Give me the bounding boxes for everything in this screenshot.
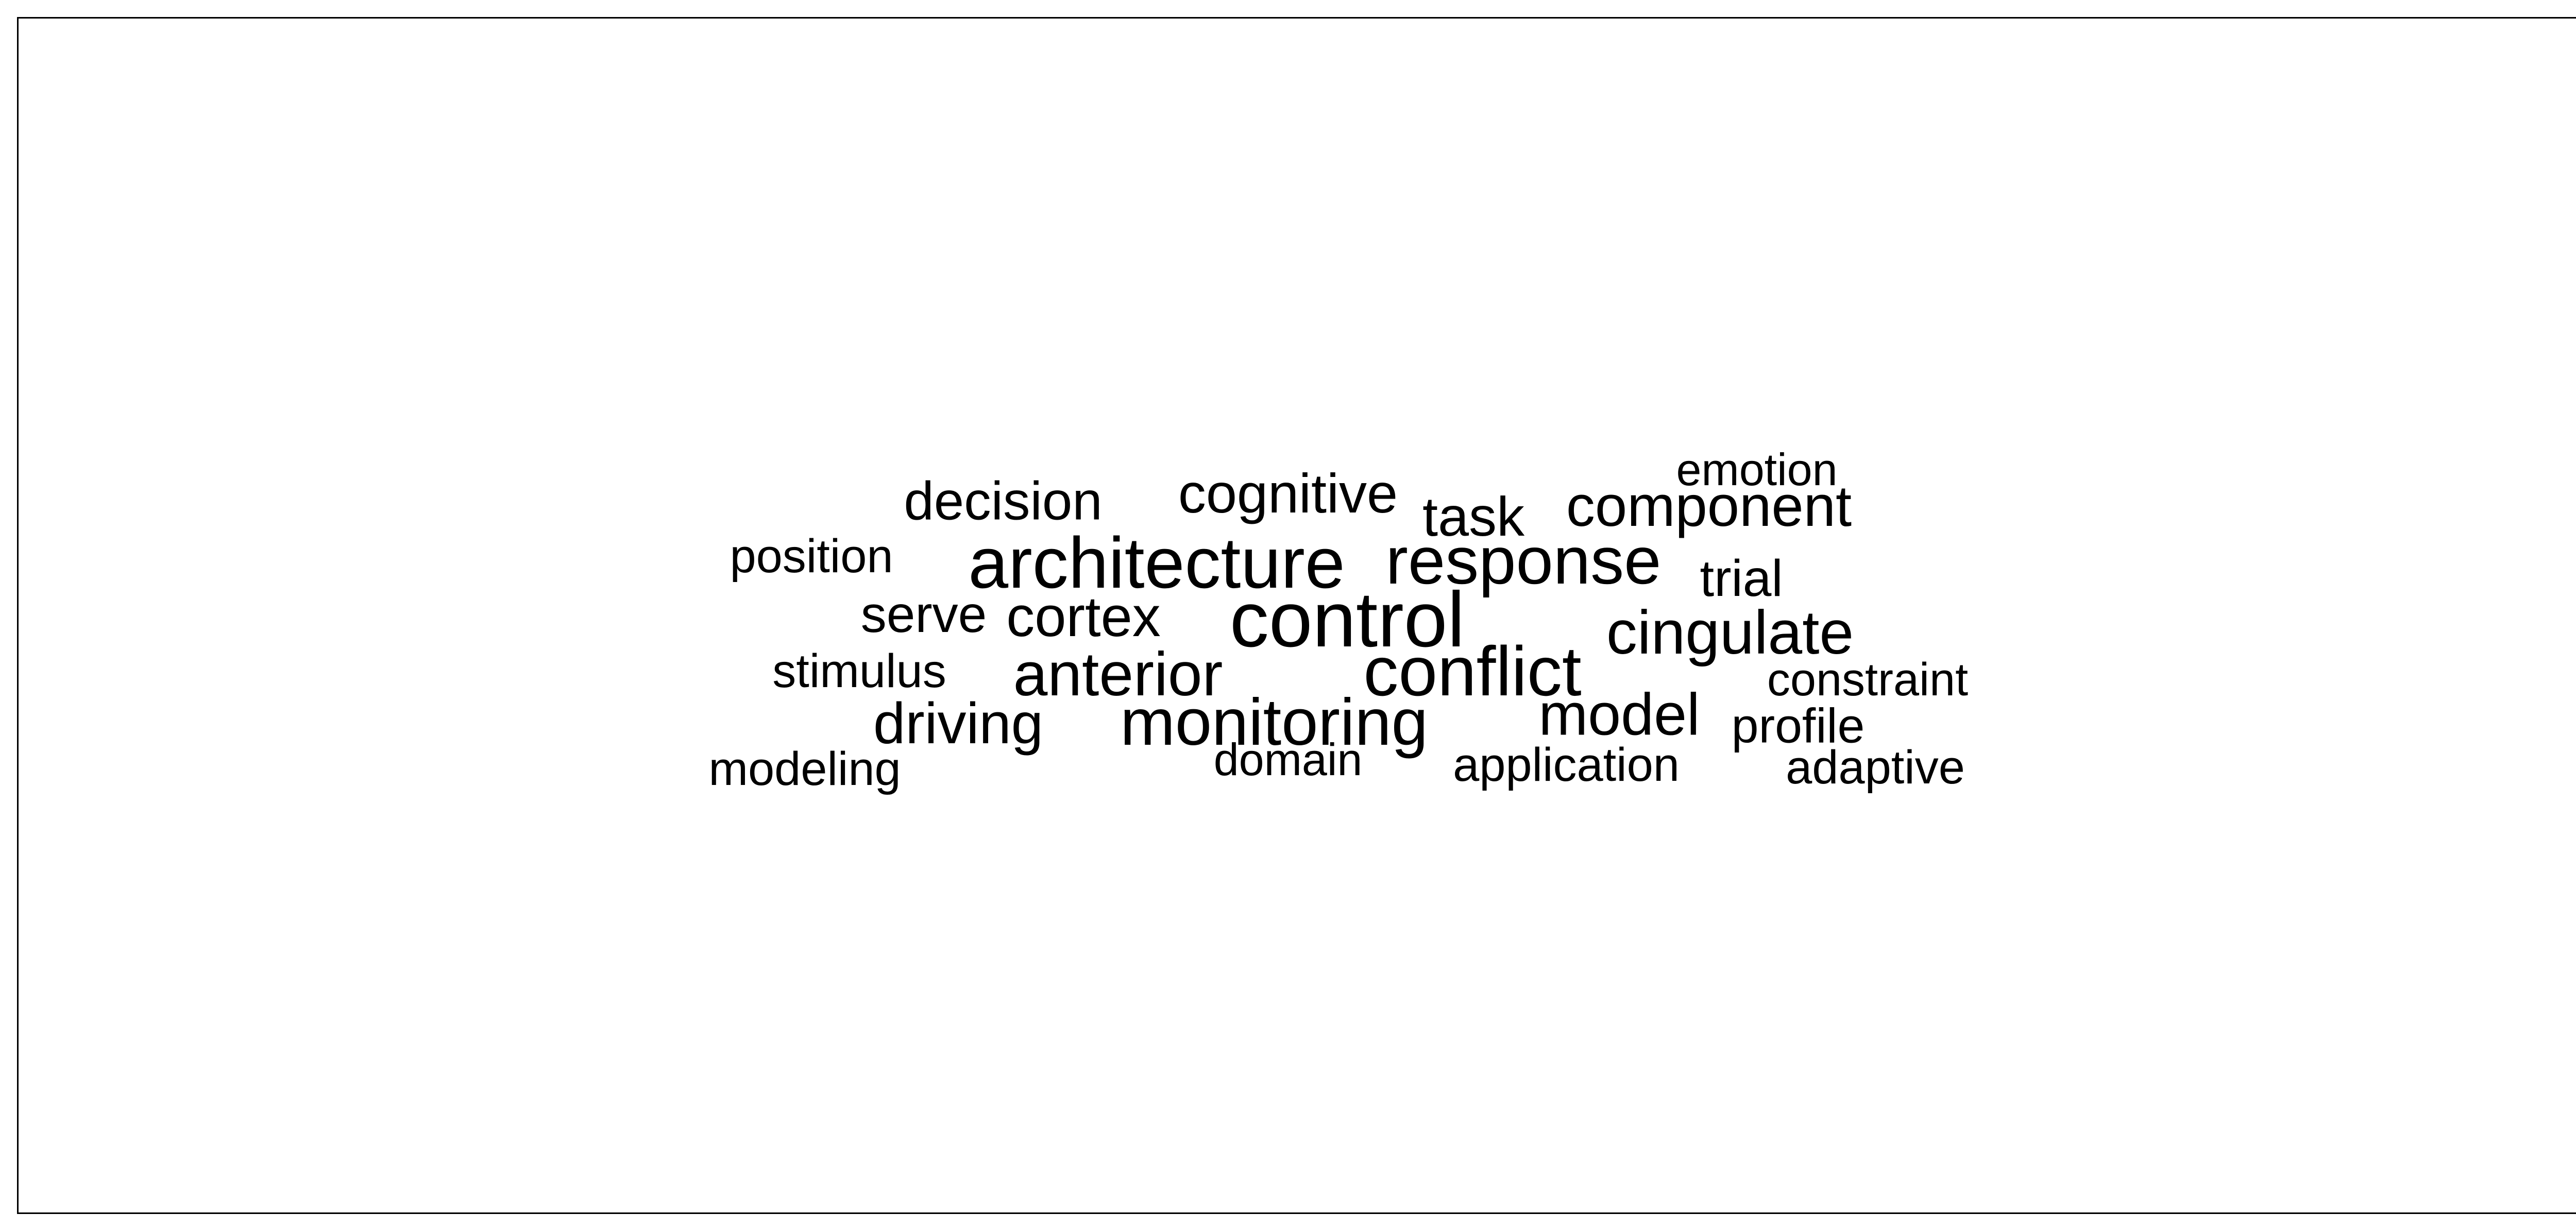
word-monitoring: monitoring: [1120, 686, 1428, 759]
plot-frame: [17, 17, 2576, 1214]
word-modeling: modeling: [708, 743, 901, 795]
word-serve: serve: [860, 586, 987, 643]
word-anterior: anterior: [1013, 640, 1223, 709]
word-model: model: [1538, 681, 1700, 748]
word-conflict: conflict: [1363, 632, 1582, 710]
word-cingulate: cingulate: [1606, 598, 1854, 667]
word-cortex: cortex: [1006, 585, 1161, 648]
word-application: application: [1453, 739, 1680, 791]
word-trial: trial: [1700, 550, 1783, 607]
word-decision: decision: [904, 471, 1103, 532]
word-adaptive: adaptive: [1786, 741, 1965, 794]
word-emotion: emotion: [1676, 444, 1838, 495]
word-control: control: [1229, 576, 1465, 663]
word-constraint: constraint: [1767, 654, 1969, 706]
word-task: task: [1422, 485, 1525, 548]
word-domain: domain: [1213, 734, 1363, 785]
word-stimulus: stimulus: [772, 645, 946, 697]
word-profile: profile: [1731, 698, 1865, 754]
word-driving: driving: [873, 691, 1043, 756]
word-position: position: [730, 530, 893, 583]
word-component: component: [1566, 474, 1852, 538]
word-response: response: [1385, 523, 1662, 598]
word-architecture: architecture: [968, 522, 1345, 603]
word-cognitive: cognitive: [1178, 462, 1398, 524]
